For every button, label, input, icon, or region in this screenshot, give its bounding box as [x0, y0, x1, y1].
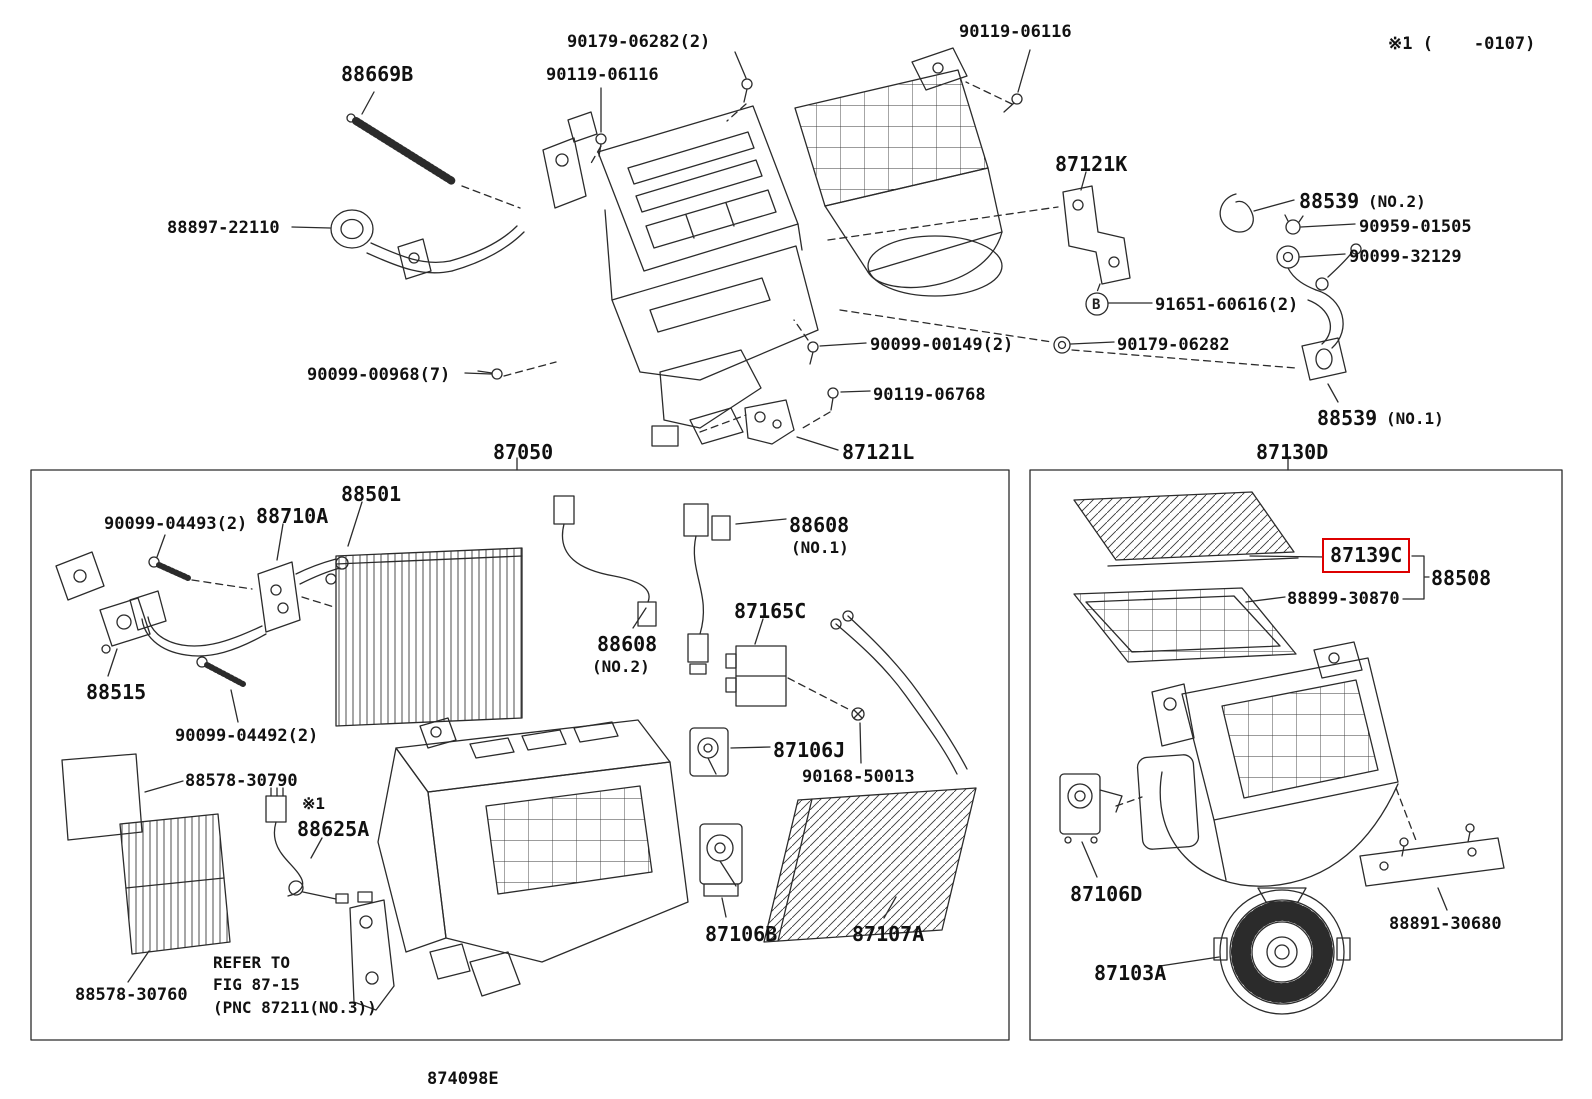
part-label-90179-06282-2[interactable]: 90179-06282(2): [567, 32, 711, 52]
part-label-90099-00149-2[interactable]: 90099-00149(2): [870, 335, 1014, 355]
part-label-88608[interactable]: 88608: [597, 632, 658, 656]
callout-b-circle: [1085, 292, 1109, 316]
bracket-icon: [1062, 185, 1131, 285]
part-label-87107a[interactable]: 87107A: [852, 922, 925, 946]
part-label-88669b[interactable]: 88669B: [341, 62, 414, 86]
part-label-88515[interactable]: 88515: [86, 680, 147, 704]
part-label-no-1[interactable]: (NO.1): [1386, 409, 1444, 428]
section-frames: [30, 457, 1563, 1041]
heater-unit-assembly-drawing: B: [330, 47, 1362, 447]
part-label-88539[interactable]: 88539: [1317, 406, 1378, 430]
part-label-88501[interactable]: 88501: [341, 482, 402, 506]
threaded-rod-icon: [352, 117, 456, 185]
part-label-88625a[interactable]: 88625A: [297, 817, 370, 841]
servo-motor-icon: [689, 727, 729, 777]
part-label-87106d[interactable]: 87106D: [1070, 882, 1143, 906]
cabin-air-filter-icon: [1073, 491, 1295, 561]
part-label-88891-30680[interactable]: 88891-30680: [1389, 914, 1502, 934]
refer-to-note: REFER TO FIG 87-15 (PNC 87211(NO.3)): [213, 953, 377, 1017]
blower-fan-icon: [1219, 889, 1345, 1015]
part-label-87050[interactable]: 87050: [493, 440, 554, 464]
part-label-87121k[interactable]: 87121K: [1055, 152, 1128, 176]
part-label-90168-50013[interactable]: 90168-50013: [802, 767, 915, 787]
part-label-90119-06116[interactable]: 90119-06116: [959, 22, 1072, 42]
part-label-no-2[interactable]: (NO.2): [592, 657, 650, 676]
part-label-90099-04493-2[interactable]: 90099-04493(2): [104, 514, 248, 534]
figure-code: 874098E: [427, 1069, 499, 1089]
part-label-87139c[interactable]: 87139C: [1322, 538, 1411, 573]
part-label-90099-00968-7[interactable]: 90099-00968(7): [307, 365, 451, 385]
part-label-88897-22110[interactable]: 88897-22110: [167, 218, 280, 238]
evaporator-core-icon: [335, 547, 523, 727]
part-label-90099-04492-2[interactable]: 90099-04492(2): [175, 726, 319, 746]
filter-frame-icon: [1073, 587, 1297, 663]
part-label-90959-01505[interactable]: 90959-01505: [1359, 217, 1472, 237]
part-label-88608[interactable]: 88608: [789, 513, 850, 537]
part-label-90119-06768[interactable]: 90119-06768: [873, 385, 986, 405]
part-label-no-1[interactable]: (NO.1): [791, 538, 849, 557]
part-label-88539[interactable]: 88539: [1299, 189, 1360, 213]
part-label-88578-30790[interactable]: 88578-30790: [185, 771, 298, 791]
evaporator-unit-drawing: [55, 495, 977, 1011]
part-label-91651-60616-2[interactable]: 91651-60616(2): [1155, 295, 1299, 315]
callout-b-label: B: [1092, 297, 1100, 313]
asterisk-note-1: ※1: [302, 794, 326, 813]
assembly-dash-lines: [191, 81, 1418, 844]
part-label-87103a[interactable]: 87103A: [1094, 961, 1167, 985]
grommet-icon: [330, 209, 374, 249]
part-label-87106b[interactable]: 87106B: [705, 922, 778, 946]
applicability-note: ※1 ( -0107): [1388, 34, 1536, 54]
servo-motor-icon: [1059, 773, 1101, 835]
heater-core-icon: [763, 787, 977, 943]
filter-pad-icon: [119, 813, 231, 955]
part-label-87121l[interactable]: 87121L: [842, 440, 915, 464]
blower-unit-drawing: [1059, 491, 1505, 1015]
part-label-88508[interactable]: 88508: [1431, 566, 1492, 590]
part-label-90179-06282[interactable]: 90179-06282: [1117, 335, 1230, 355]
part-label-87130d[interactable]: 87130D: [1256, 440, 1329, 464]
leader-lines: [107, 49, 1448, 983]
bolt-icons: [477, 78, 1023, 411]
hose-hook-icon: [1219, 193, 1254, 233]
part-label-87106j[interactable]: 87106J: [773, 738, 846, 762]
part-label-no-2[interactable]: (NO.2): [1368, 192, 1426, 211]
part-label-90119-06116[interactable]: 90119-06116: [546, 65, 659, 85]
part-label-88710a[interactable]: 88710A: [256, 504, 329, 528]
part-label-87165c[interactable]: 87165C: [734, 599, 807, 623]
part-label-88578-30760[interactable]: 88578-30760: [75, 985, 188, 1005]
part-label-88899-30870[interactable]: 88899-30870: [1287, 589, 1400, 609]
part-label-90099-32129[interactable]: 90099-32129: [1349, 247, 1462, 267]
